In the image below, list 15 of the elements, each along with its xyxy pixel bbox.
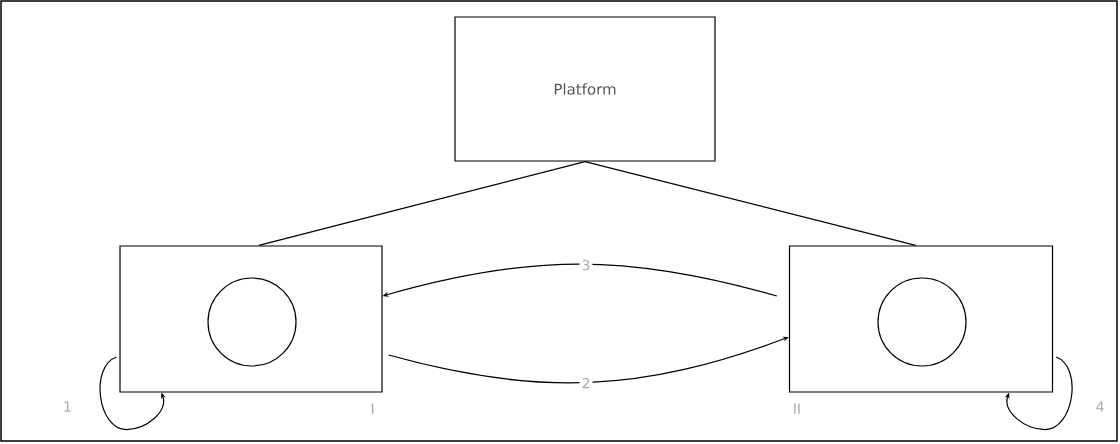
box-label: II — [794, 403, 800, 414]
line — [584, 161, 917, 246]
line — [258, 161, 586, 246]
text-box: Platform — [454, 16, 716, 162]
circle — [877, 277, 967, 367]
edge-label: 3 — [579, 257, 593, 273]
box — [119, 245, 383, 393]
edge-label: 4 — [1093, 399, 1107, 414]
circle — [207, 277, 297, 367]
edge-label: 1 — [60, 399, 74, 414]
edge-label: 2 — [579, 375, 593, 391]
arrow — [388, 336, 789, 384]
box-label: I — [371, 403, 374, 414]
loop-arrow — [1004, 356, 1073, 431]
box — [788, 245, 1054, 393]
